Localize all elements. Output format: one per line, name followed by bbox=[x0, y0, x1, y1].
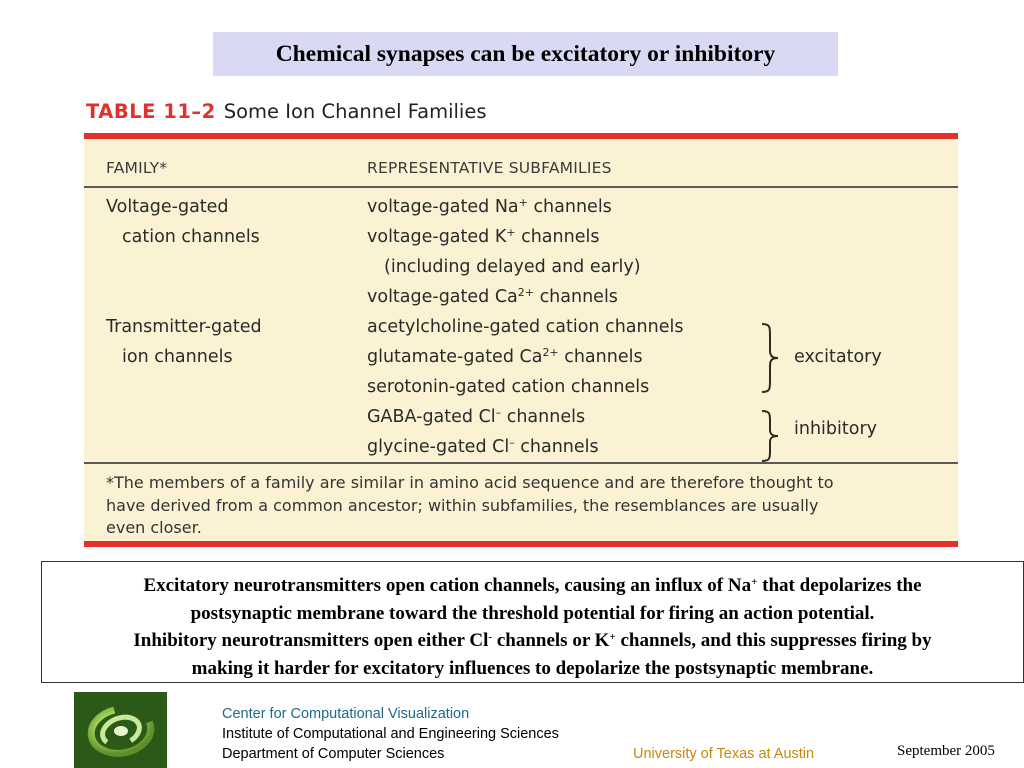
column-header-family: FAMILY* bbox=[106, 159, 168, 177]
footer-department: Department of Computer Sciences bbox=[222, 746, 445, 762]
subfamily-glutamate: glutamate-gated Ca2+ channels bbox=[367, 346, 643, 367]
footnote-divider bbox=[84, 462, 958, 464]
subfamily-na-channels: voltage-gated Na+ channels bbox=[367, 196, 612, 217]
family-voltage-gated-line2: cation channels bbox=[122, 227, 260, 247]
caption-box: Excitatory neurotransmitters open cation… bbox=[41, 561, 1024, 683]
slide-title: Chemical synapses can be excitatory or i… bbox=[213, 32, 838, 76]
subfamily-serotonin: serotonin-gated cation channels bbox=[367, 377, 650, 397]
subfamily-acetylcholine: acetylcholine-gated cation channels bbox=[367, 317, 684, 337]
family-transmitter-gated: Transmitter-gated bbox=[106, 317, 262, 337]
footer-institute: Institute of Computational and Engineeri… bbox=[222, 726, 559, 742]
subfamily-ca-channels: voltage-gated Ca2+ channels bbox=[367, 286, 618, 307]
ion-channel-table: FAMILY* REPRESENTATIVE SUBFAMILIES Volta… bbox=[84, 133, 958, 547]
subfamily-k-channels: voltage-gated K+ channels bbox=[367, 226, 600, 247]
column-header-subfamilies: REPRESENTATIVE SUBFAMILIES bbox=[367, 159, 612, 177]
table-footnote: *The members of a family are similar in … bbox=[106, 473, 834, 537]
footer-university: University of Texas at Austin bbox=[633, 746, 815, 762]
subfamily-gaba: GABA-gated Cl– channels bbox=[367, 406, 586, 427]
subfamily-k-note: (including delayed and early) bbox=[384, 257, 641, 277]
caption-line-1: Excitatory neurotransmitters open cation… bbox=[143, 575, 922, 596]
family-voltage-gated: Voltage-gated bbox=[106, 197, 229, 217]
footer-date: September 2005 bbox=[897, 743, 995, 759]
caption-line-2: postsynaptic membrane toward the thresho… bbox=[190, 602, 875, 624]
excitatory-brace-icon bbox=[761, 323, 779, 393]
ccv-logo-icon bbox=[74, 692, 167, 768]
subfamily-glycine: glycine-gated Cl– channels bbox=[367, 436, 599, 457]
inhibitory-label: inhibitory bbox=[794, 419, 877, 439]
caption-line-3: Inhibitory neurotransmitters open either… bbox=[133, 630, 932, 651]
table-heading: TABLE 11–2 Some Ion Channel Families bbox=[86, 100, 487, 123]
table-label: TABLE 11–2 bbox=[86, 100, 216, 123]
caption-line-4: making it harder for excitatory influenc… bbox=[191, 657, 874, 679]
family-transmitter-gated-line2: ion channels bbox=[122, 347, 233, 367]
excitatory-label: excitatory bbox=[794, 347, 882, 367]
footer-center: Center for Computational Visualization bbox=[222, 706, 470, 722]
inhibitory-brace-icon bbox=[761, 410, 779, 462]
header-divider bbox=[84, 186, 958, 188]
table-title: Some Ion Channel Families bbox=[223, 100, 487, 123]
